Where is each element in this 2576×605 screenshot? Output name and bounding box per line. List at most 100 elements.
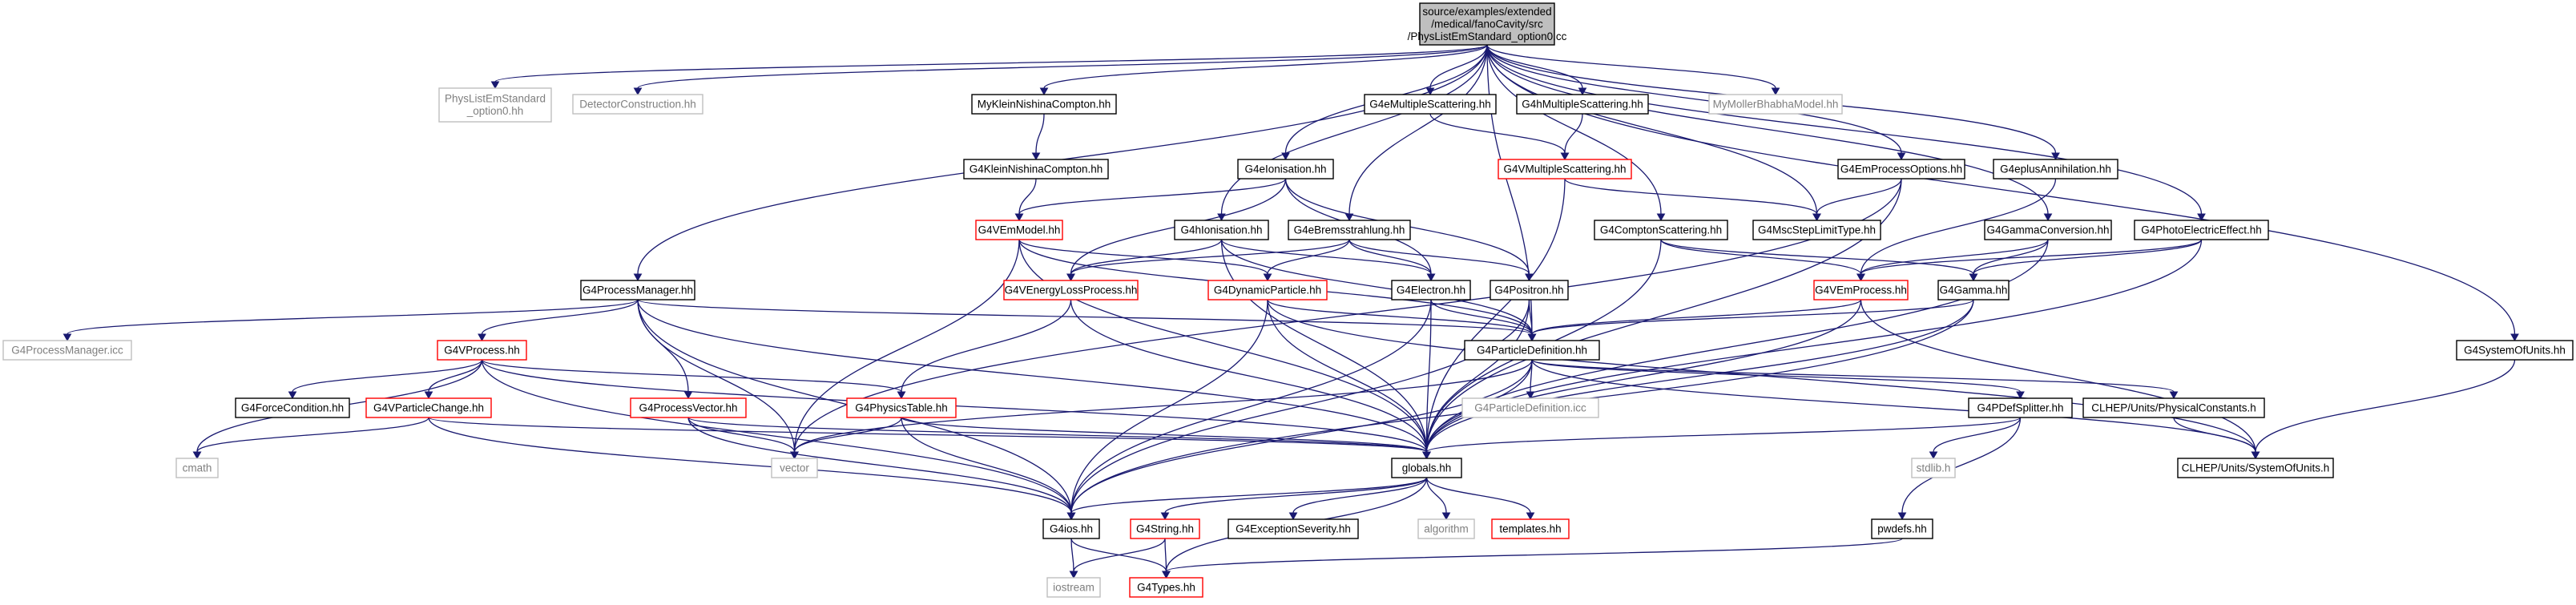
node-g4eplus[interactable]: G4eplusAnnihilation.hh [1993, 159, 2118, 179]
node-templates[interactable]: templates.hh [1491, 518, 1570, 539]
edge-g4vmult-to-g4msc [1564, 178, 1818, 215]
edge-g4vprocess-to-g4vpartchange [428, 359, 483, 393]
node-label-g4compton: G4ComptonScattering.hh [1600, 224, 1722, 236]
edge-g4veloss-to-globals [1070, 299, 1428, 453]
arrowhead-root-to-physlist [490, 81, 500, 90]
arrowhead-g4vpartchange-to-cmath [192, 451, 202, 460]
node-g4gconv[interactable]: G4GammaConversion.hh [1984, 220, 2112, 240]
node-g4pdefsplit[interactable]: G4PDefSplitter.hh [1968, 397, 2073, 418]
node-g4ios[interactable]: G4ios.hh [1042, 518, 1100, 539]
edge-root-to-g4ebrem [1348, 44, 1488, 215]
node-clhepsys[interactable]: CLHEP/Units/SystemOfUnits.h [2177, 458, 2334, 478]
edge-g4procman-to-g4procmanicc [67, 299, 639, 335]
edge-g4hion-to-g4electron [1220, 239, 1432, 275]
node-box-g4vemproc [1813, 280, 1909, 300]
node-g4vpartchange[interactable]: G4VParticleChange.hh [365, 397, 492, 418]
node-myklein[interactable]: MyKleinNishinaCompton.hh [971, 94, 1117, 115]
node-box-clhepphys [2082, 397, 2265, 418]
edge-g4hion-to-g4partdef [1220, 239, 1533, 335]
node-g4msc[interactable]: G4MscStepLimitType.hh [1752, 220, 1881, 240]
arrowhead-root-to-g4photo [2197, 213, 2206, 222]
edge-g4vemproc-to-clhepsys [1860, 299, 2256, 453]
node-box-stdlib [1911, 458, 1956, 478]
node-stdlib: stdlib.h [1911, 458, 1956, 478]
node-g4photo[interactable]: G4PhotoElectricEffect.hh [2134, 220, 2269, 240]
arrowhead-root-to-detcons [633, 87, 643, 96]
node-label-g4emopt: G4EmProcessOptions.hh [1840, 163, 1962, 175]
node-box-g4excsev [1228, 518, 1359, 539]
node-g4vmult[interactable]: G4VMultipleScattering.hh [1498, 159, 1632, 179]
node-box-g4eplus [1993, 159, 2118, 179]
node-label-g4procmanicc: G4ProcessManager.icc [11, 344, 123, 356]
node-g4phystable[interactable]: G4PhysicsTable.hh [846, 397, 957, 418]
edge-globals-to-templates [1425, 477, 1531, 514]
node-box-g4gamma [1937, 280, 2010, 300]
node-g4forcecond[interactable]: G4ForceCondition.hh [235, 397, 350, 418]
node-g4types[interactable]: G4Types.hh [1129, 577, 1203, 598]
arrowhead-globals-to-g4ios [1066, 512, 1076, 521]
node-label-g4electron: G4Electron.hh [1397, 284, 1465, 296]
node-box-clhepsys [2177, 458, 2334, 478]
edge-g4procvec-to-vector [687, 417, 796, 453]
edge-g4dynpart-to-g4ios [1070, 299, 1268, 514]
node-g4gamma[interactable]: G4Gamma.hh [1937, 280, 2010, 300]
node-box-physlist [438, 87, 552, 123]
node-box-g4vpartchange [365, 397, 492, 418]
node-globals[interactable]: globals.hh [1391, 458, 1462, 478]
node-label-g4types: G4Types.hh [1137, 581, 1195, 593]
edge-g4ebrem-to-g4veloss [1070, 239, 1350, 275]
arrowhead-g4partdef-to-clhepphys [2169, 391, 2179, 400]
node-clhepphys[interactable]: CLHEP/Units/PhysicalConstants.h [2082, 397, 2265, 418]
node-g4veloss[interactable]: G4VEnergyLossProcess.hh [1003, 280, 1139, 300]
edge-g4vpartchange-to-globals [428, 417, 1428, 453]
node-g4partdef[interactable]: G4ParticleDefinition.hh [1464, 340, 1600, 361]
node-box-g4sysunits [2456, 340, 2574, 361]
node-g4hion[interactable]: G4hIonisation.hh [1174, 220, 1269, 240]
arrowhead-root-to-g4gconv [2043, 213, 2053, 222]
node-g4compton[interactable]: G4ComptonScattering.hh [1594, 220, 1728, 240]
node-label-root: source/examples/extended [1422, 6, 1551, 18]
edge-g4vmult-to-globals [1425, 178, 1566, 453]
node-label-g4ios: G4ios.hh [1050, 522, 1093, 534]
node-g4sysunits[interactable]: G4SystemOfUnits.hh [2456, 340, 2574, 361]
edge-layer [62, 44, 2519, 579]
node-label-vector: vector [780, 462, 809, 474]
node-g4vprocess[interactable]: G4VProcess.hh [437, 340, 527, 361]
edge-g4procman-to-g4vprocess [481, 299, 639, 335]
node-label-g4vpartchange: G4VParticleChange.hh [373, 401, 484, 413]
arrowhead-g4ebrem-to-g4positron [1525, 273, 1534, 282]
node-g4hmult[interactable]: G4hMultipleScattering.hh [1516, 94, 1649, 115]
node-g4vem[interactable]: G4VEmModel.hh [975, 220, 1063, 240]
edge-g4compton-to-g4vemproc [1660, 239, 1862, 275]
node-g4procman[interactable]: G4ProcessManager.hh [580, 280, 695, 300]
edge-g4partdef-to-g4partdeficc [1530, 359, 1533, 393]
edge-g4ebrem-to-g4dynpart [1267, 239, 1350, 275]
node-g4excsev[interactable]: G4ExceptionSeverity.hh [1228, 518, 1359, 539]
node-g4positron[interactable]: G4Positron.hh [1490, 280, 1569, 300]
edge-g4partdef-to-g4ios [1070, 359, 1533, 514]
node-g4emopt[interactable]: G4EmProcessOptions.hh [1837, 159, 1965, 179]
arrowhead-g4ebrem-to-g4veloss [1066, 273, 1075, 282]
node-vector: vector [771, 458, 818, 478]
node-g4string[interactable]: G4String.hh [1130, 518, 1200, 539]
node-g4eion[interactable]: G4eIonisation.hh [1237, 159, 1334, 179]
arrowhead-g4vprocess-to-g4phystable [897, 391, 906, 400]
edge-g4vemproc-to-g4partdef [1531, 299, 1862, 335]
node-g4vemproc[interactable]: G4VEmProcess.hh [1813, 280, 1909, 300]
node-label-g4sysunits: G4SystemOfUnits.hh [2464, 344, 2566, 356]
node-pwdefs[interactable]: pwdefs.hh [1871, 518, 1933, 539]
edge-globals-to-algorithm [1425, 477, 1447, 514]
node-g4dynpart[interactable]: G4DynamicParticle.hh [1207, 280, 1328, 300]
node-g4kleinnish[interactable]: G4KleinNishinaCompton.hh [963, 159, 1109, 179]
node-g4electron[interactable]: G4Electron.hh [1391, 280, 1471, 300]
node-box-g4hmult [1516, 94, 1649, 115]
node-g4ebrem[interactable]: G4eBremsstrahlung.hh [1288, 220, 1411, 240]
edge-g4pdefsplit-to-globals [1425, 417, 2022, 453]
edge-g4eion-to-g4vem [1018, 178, 1287, 215]
node-g4procvec[interactable]: G4ProcessVector.hh [630, 397, 747, 418]
node-label-g4excsev: G4ExceptionSeverity.hh [1236, 522, 1351, 534]
edge-g4phystable-to-globals [901, 417, 1428, 453]
node-label-g4string: G4String.hh [1136, 522, 1194, 534]
node-g4emult[interactable]: G4eMultipleScattering.hh [1364, 94, 1497, 115]
node-box-g4vmult [1498, 159, 1632, 179]
